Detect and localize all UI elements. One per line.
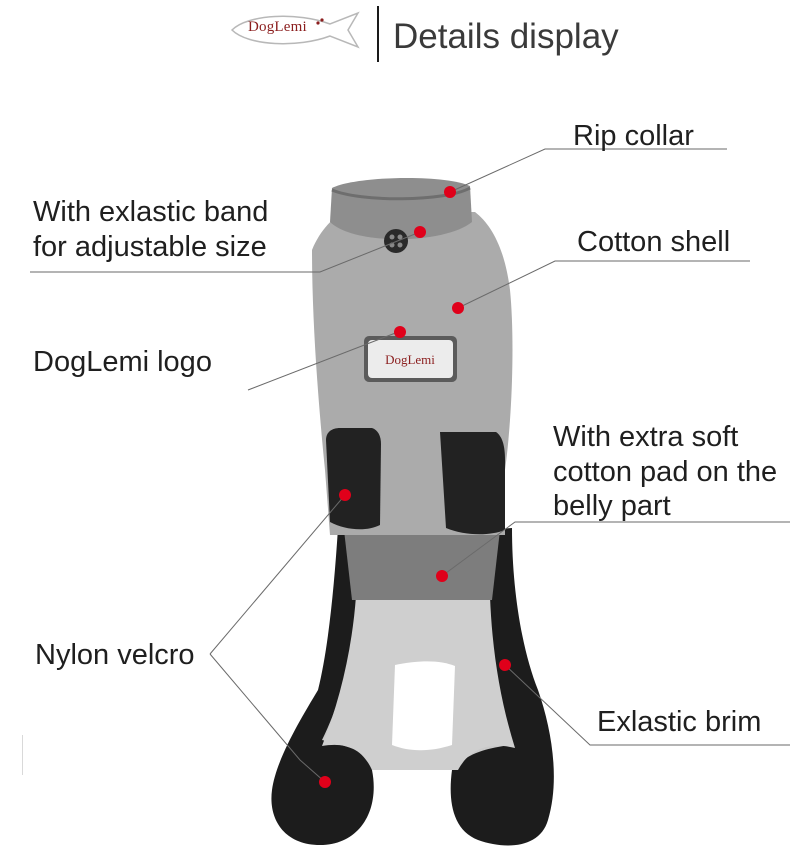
callout-markers (319, 186, 511, 788)
marker-belly-pad (436, 570, 448, 582)
label-soft-pad-1: With extra soft (553, 421, 739, 453)
belly-pad (344, 530, 500, 600)
label-soft-pad-3: belly part (553, 490, 671, 522)
adjustable-button-icon (384, 229, 408, 253)
label-elastic-brim: Exlastic brim (597, 706, 762, 738)
right-velcro-panel (440, 432, 505, 535)
marker-rip-collar (444, 186, 456, 198)
crotch-opening (392, 661, 455, 751)
callout-lines (30, 148, 790, 783)
label-soft-pad-2: cotton pad on the (553, 456, 778, 488)
label-elastic-band-1: With exlastic band (33, 196, 269, 228)
marker-cotton-shell (452, 302, 464, 314)
edge-divider (22, 735, 23, 775)
marker-brim (499, 659, 511, 671)
label-logo: DogLemi logo (33, 346, 212, 378)
marker-logo (394, 326, 406, 338)
label-nylon-velcro: Nylon velcro (35, 639, 195, 671)
rip-collar (330, 177, 472, 240)
marker-velcro-top (339, 489, 351, 501)
brand-logo-text: DogLemi (248, 19, 307, 35)
marker-elastic-band (414, 226, 426, 238)
fish-logo-icon (230, 11, 360, 49)
page-title: Details display (393, 17, 619, 56)
logo-patch-text: DogLemi (385, 352, 435, 367)
marker-velcro-foot (319, 776, 331, 788)
left-leg-trim (271, 528, 374, 845)
header-divider (377, 6, 379, 62)
label-rip-collar: Rip collar (573, 120, 694, 152)
header: DogLemi Details display (0, 0, 790, 70)
label-cotton-shell: Cotton shell (577, 226, 731, 258)
label-elastic-band-2: for adjustable size (33, 231, 267, 263)
left-velcro-panel (326, 428, 381, 530)
